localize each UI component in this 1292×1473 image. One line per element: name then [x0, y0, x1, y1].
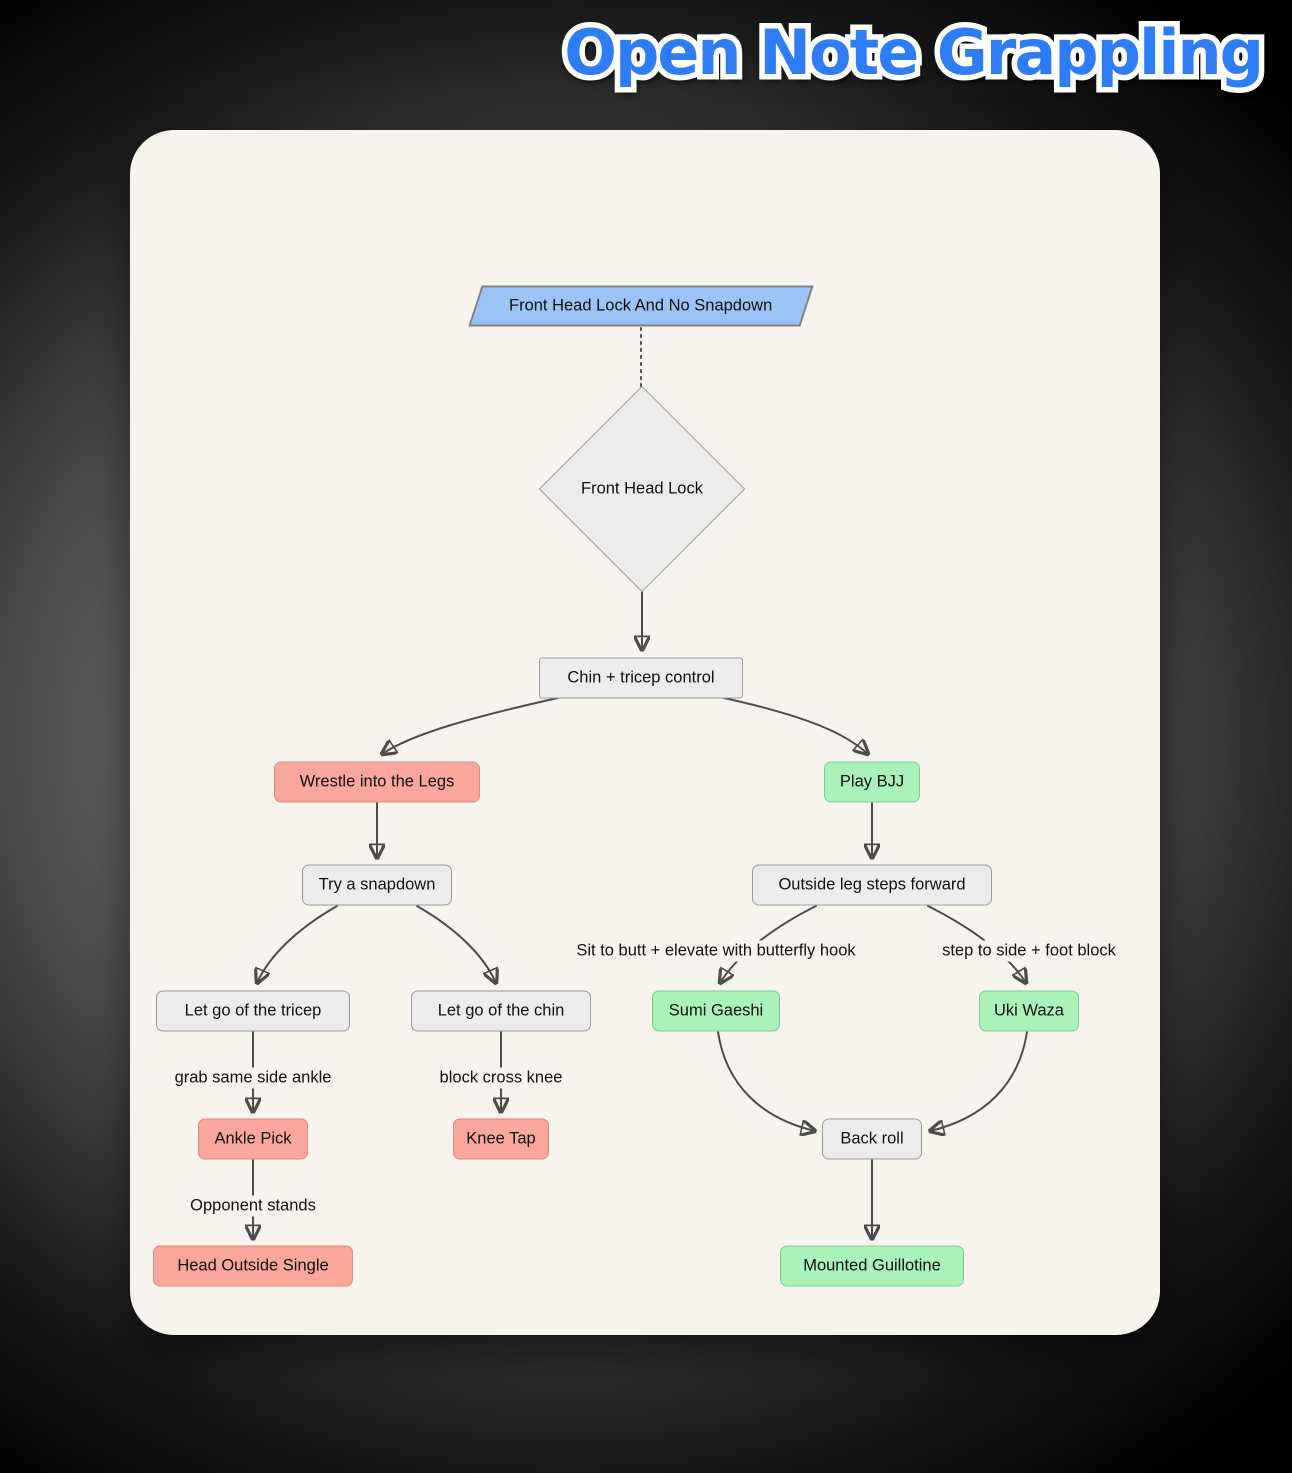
- node-play-bjj: Play BJJ: [824, 761, 920, 803]
- node-sumi-gaeshi: Sumi Gaeshi: [652, 990, 780, 1032]
- node-let-go-of-chin: Let go of the chin: [411, 990, 591, 1032]
- page-title: Open Note Grappling Open Note Grappling: [559, 11, 1270, 116]
- node-back-roll: Back roll: [822, 1118, 922, 1160]
- edge-label-opponent-stands: Opponent stands: [185, 1195, 321, 1217]
- page-title-text: Open Note Grappling: [564, 16, 1264, 89]
- node-chin-tricep-control: Chin + tricep control: [539, 657, 743, 699]
- node-label: Front Head Lock And No Snapdown: [509, 296, 773, 315]
- node-front-head-lock-no-snapdown: Front Head Lock And No Snapdown: [468, 285, 814, 327]
- node-try-snapdown: Try a snapdown: [302, 864, 452, 906]
- edge-label-grab-ankle: grab same side ankle: [169, 1067, 337, 1089]
- node-let-go-of-tricep: Let go of the tricep: [156, 990, 350, 1032]
- node-wrestle-into-legs: Wrestle into the Legs: [274, 761, 480, 803]
- node-ankle-pick: Ankle Pick: [198, 1118, 308, 1160]
- node-uki-waza: Uki Waza: [979, 990, 1079, 1032]
- node-outside-leg-steps-forward: Outside leg steps forward: [752, 864, 992, 906]
- node-knee-tap: Knee Tap: [453, 1118, 549, 1160]
- page-title-outline: Open Note Grappling: [559, 11, 1270, 95]
- edge-label-sit-to-butt: Sit to butt + elevate with butterfly hoo…: [571, 940, 861, 962]
- edge-label-step-to-side: step to side + foot block: [937, 940, 1121, 962]
- node-head-outside-single: Head Outside Single: [153, 1245, 353, 1287]
- node-label: Front Head Lock: [581, 479, 703, 498]
- node-mounted-guillotine: Mounted Guillotine: [780, 1245, 964, 1287]
- edge-label-block-knee: block cross knee: [434, 1067, 568, 1089]
